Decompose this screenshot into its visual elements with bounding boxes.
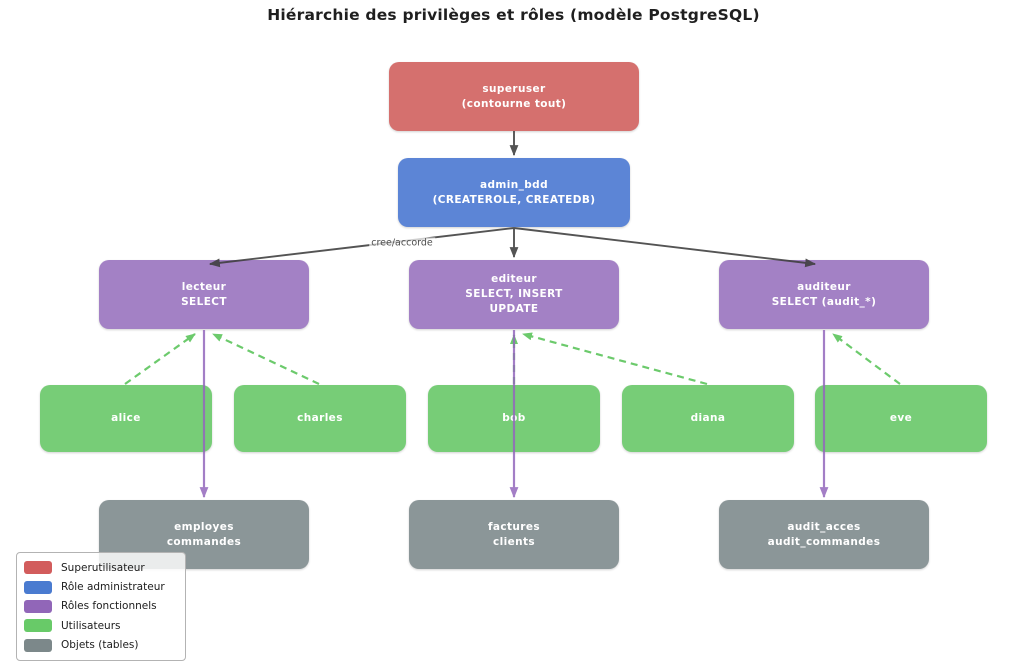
legend-label: Superutilisateur [61,561,145,574]
node-auditeur: auditeur SELECT (audit_*) [719,260,929,329]
node-label: auditeur [797,280,851,293]
node-label: SELECT [181,295,227,308]
edge-diana-editeur [522,332,708,386]
node-diana: diana [622,385,794,452]
node-label: (contourne tout) [461,97,567,110]
node-charles: charles [234,385,406,452]
node-label: commandes [166,535,242,548]
legend: Superutilisateur Rôle administrateur Rôl… [16,552,186,661]
node-label: factures [487,520,541,533]
node-label: diana [690,412,726,424]
node-label: UPDATE [489,303,539,315]
node-label: eve [889,412,913,424]
legend-swatch-objets-tables [24,638,52,652]
edge-alice-lecteur [124,333,196,385]
node-label: superuser [482,82,546,95]
node-tables-audit: audit_acces audit_commandes [719,500,929,569]
edge-charles-lecteur [212,333,320,385]
diagram-title: Hiérarchie des privilèges et rôles (modè… [267,6,760,24]
legend-item: Objets (tables) [24,636,185,655]
node-label: (CREATEROLE, CREATEDB) [432,193,596,206]
node-label: audit_commandes [767,535,881,548]
node-label: editeur [491,273,537,285]
node-admin-bdd: admin_bdd (CREATEROLE, CREATEDB) [398,158,630,227]
node-editeur: editeur SELECT, INSERT UPDATE [409,260,619,329]
node-eve: eve [815,385,987,452]
node-label: audit_acces [787,520,861,533]
legend-swatch-role-administrateur [24,580,52,594]
node-lecteur: lecteur SELECT [99,260,309,329]
node-label: lecteur [181,280,227,293]
node-label: employes [174,520,234,533]
edge-label-cree-accorde: cree/accorde [369,237,435,249]
node-label: admin_bdd [479,178,548,191]
legend-item: Utilisateurs [24,616,185,635]
node-label: bob [502,412,526,424]
edge-admin-auditeur [513,227,817,268]
node-tables-factures-clients: factures clients [409,500,619,569]
legend-swatch-superutilisateur [24,561,52,575]
legend-swatch-utilisateurs [24,619,52,633]
node-label: charles [297,412,343,424]
legend-item: Rôles fonctionnels [24,597,185,616]
node-alice: alice [40,385,212,452]
edge-admin-lecteur [208,227,515,268]
node-label: alice [111,412,141,424]
node-label: SELECT, INSERT [465,288,563,300]
legend-label: Utilisateurs [61,619,121,632]
legend-item: Rôle administrateur [24,577,185,596]
legend-label: Objets (tables) [61,639,139,652]
legend-item: Superutilisateur [24,558,185,577]
edge-eve-auditeur [832,333,901,385]
node-superuser: superuser (contourne tout) [389,62,639,131]
node-label: clients [492,535,536,548]
legend-label: Rôles fonctionnels [61,600,157,613]
node-label: SELECT (audit_*) [771,295,877,308]
node-bob: bob [428,385,600,452]
legend-label: Rôle administrateur [61,581,165,594]
legend-swatch-roles-fonctionnels [24,599,52,613]
